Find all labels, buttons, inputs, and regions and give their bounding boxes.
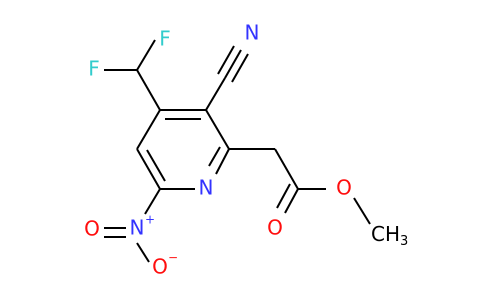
bond-oester-methyl xyxy=(353,197,371,225)
nitro-o-charge: − xyxy=(168,251,178,265)
atom-o-nitro-bottom: O xyxy=(152,255,168,279)
bonds xyxy=(104,39,371,263)
bond-n1-c2-inner xyxy=(208,146,221,167)
bond-c4-chf2 xyxy=(136,69,161,111)
atom-n-nitro: N xyxy=(130,216,145,240)
bond-carbonyl-double-2 xyxy=(276,183,291,209)
bond-c5-c6 xyxy=(136,148,161,190)
bond-c5-c6-inner xyxy=(146,149,166,182)
atom-labels: F F N N N + O O − O O CH3 xyxy=(84,21,408,279)
atom-o-carbonyl: O xyxy=(267,216,283,240)
bond-c4-c5 xyxy=(136,109,161,150)
atom-n-nitrile: N xyxy=(245,21,260,45)
bond-c3-cnitrile xyxy=(205,77,226,111)
bond-carbonyl-double-1 xyxy=(284,188,299,214)
bond-nitrile-triple-2 xyxy=(217,45,235,75)
bond-chf2-ftop xyxy=(136,39,156,71)
bond-ch2-ccarbonyl xyxy=(274,148,299,190)
atom-o-nitro-left: O xyxy=(84,217,100,241)
atom-f-top: F xyxy=(159,27,171,51)
atom-n-ring: N xyxy=(199,176,214,200)
bond-c2-c3 xyxy=(205,109,230,150)
bond-c6-nnitro xyxy=(144,188,161,215)
bond-nitrile-triple-1 xyxy=(224,49,242,79)
atom-o-ester: O xyxy=(336,176,352,200)
bond-n1-c2 xyxy=(215,148,230,175)
atom-methyl: CH3 xyxy=(371,222,408,249)
methyl-subscript: 3 xyxy=(400,234,408,249)
atom-f-left: F xyxy=(88,57,100,81)
bond-nitrile-triple-3 xyxy=(231,53,249,83)
bond-nnitro-obottom xyxy=(136,242,150,263)
methyl-ch: CH xyxy=(371,222,400,246)
nitro-n-charge: + xyxy=(145,213,155,227)
